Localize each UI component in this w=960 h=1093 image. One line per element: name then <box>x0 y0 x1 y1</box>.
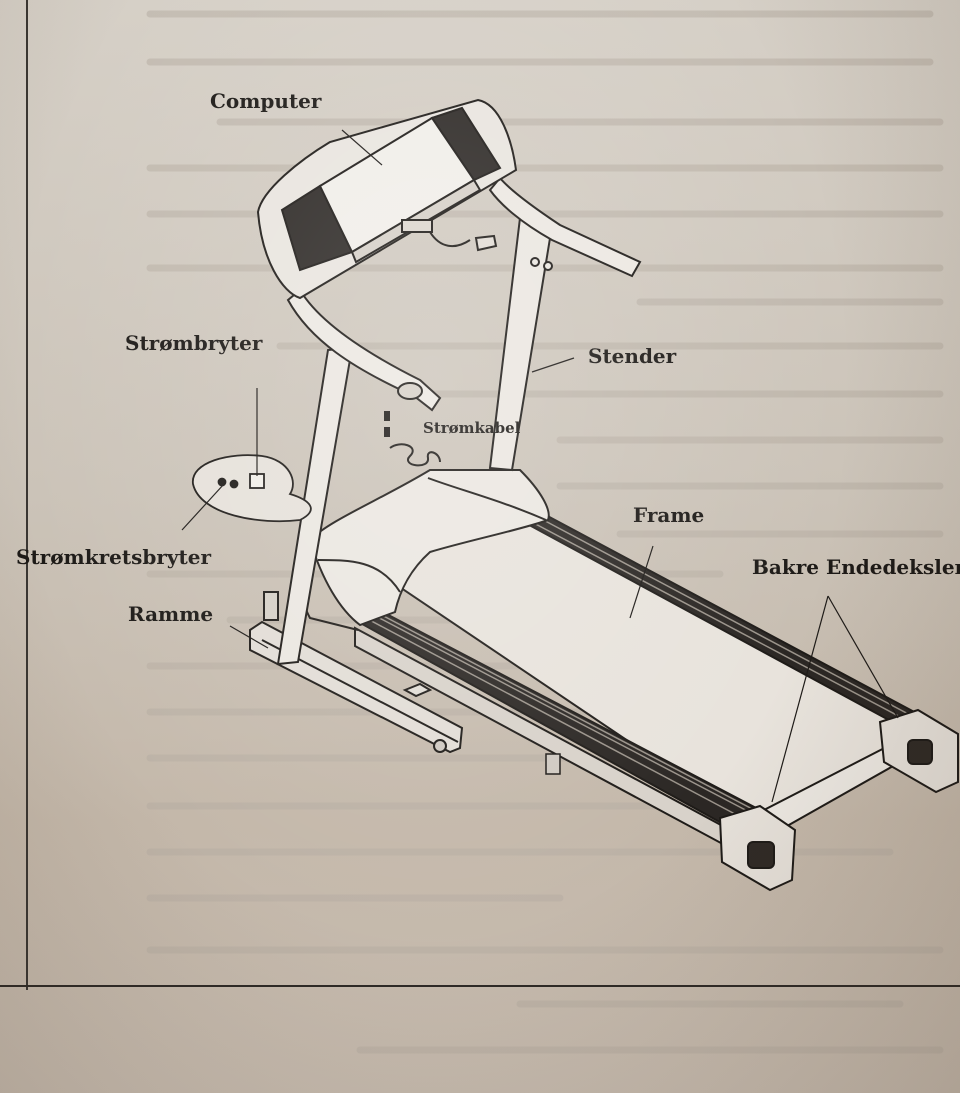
label-stender: Stender <box>588 344 677 368</box>
page-margin-line <box>26 0 28 990</box>
handlebars <box>286 176 642 412</box>
computer-console <box>256 98 518 300</box>
label-computer: Computer <box>210 89 322 113</box>
leader-lines <box>181 129 899 803</box>
switch-panel-callout <box>192 454 312 523</box>
label-bakre-endedeksler: Bakre Endedeksler <box>752 555 960 579</box>
label-stromkabel: Strømkabel <box>423 419 521 437</box>
rear-end-caps <box>718 708 959 892</box>
label-ramme: Ramme <box>128 602 214 626</box>
power-cable <box>384 411 441 467</box>
page-bottom-line <box>0 985 960 987</box>
label-strombryter: Strømbryter <box>125 331 263 355</box>
label-frame: Frame <box>633 503 705 527</box>
label-stromkretsbryter: Strømkretsbryter <box>16 545 211 569</box>
base-frame <box>249 620 464 754</box>
